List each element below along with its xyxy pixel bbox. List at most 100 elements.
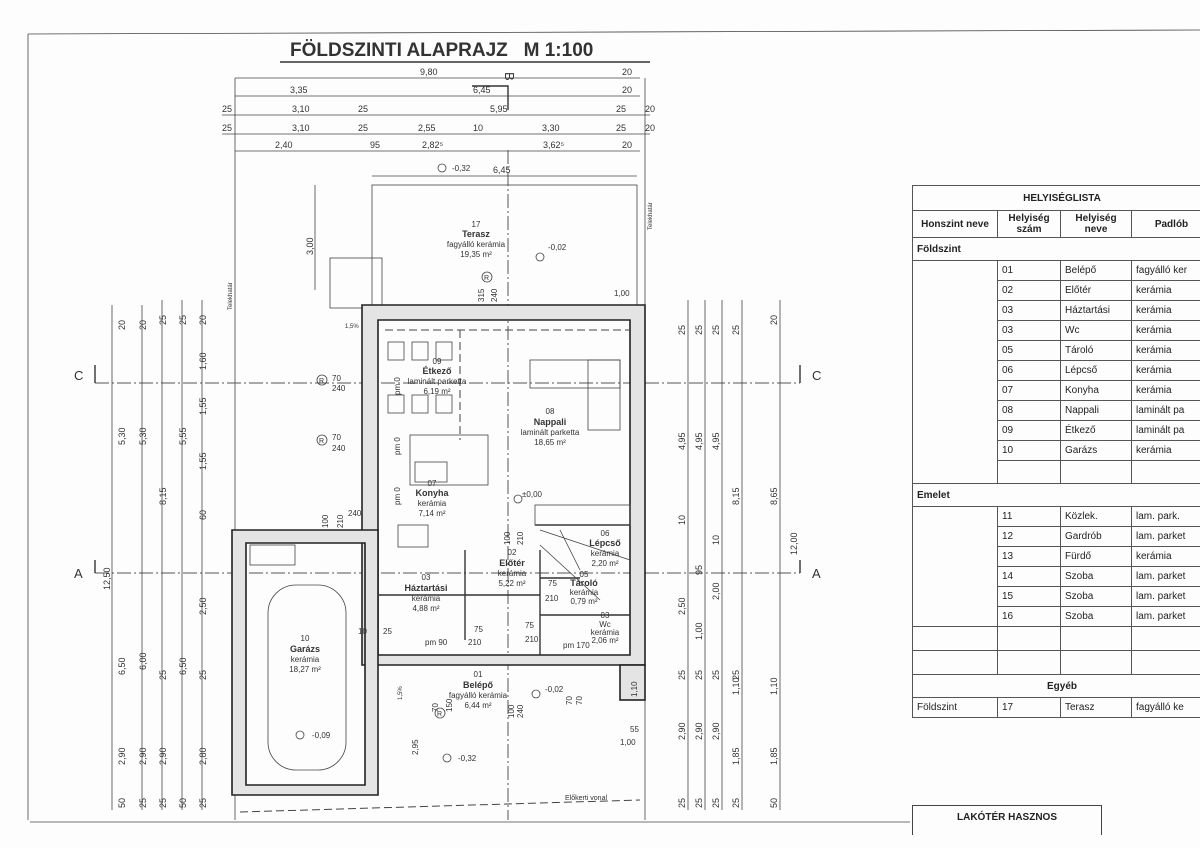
svg-text:4,95: 4,95 xyxy=(677,432,687,450)
section-lines: C C A A B xyxy=(74,72,821,820)
lot-line-label: Telekhatár xyxy=(228,282,234,310)
svg-text:Konyha: Konyha xyxy=(415,488,449,498)
plan-title: FÖLDSZINTI ALAPRAJZ M 1:100 xyxy=(290,40,593,61)
svg-text:09: 09 xyxy=(433,357,442,366)
svg-text:75: 75 xyxy=(525,621,534,630)
svg-text:25: 25 xyxy=(731,798,741,808)
group-foldszint: Földszint xyxy=(912,237,1200,261)
svg-text:5,30: 5,30 xyxy=(117,427,127,445)
svg-text:25: 25 xyxy=(383,627,392,636)
svg-text:19,35 m²: 19,35 m² xyxy=(460,250,492,259)
svg-text:-0,02: -0,02 xyxy=(545,685,564,694)
section-a-left: A xyxy=(74,566,83,581)
svg-text:6,45: 6,45 xyxy=(493,165,511,175)
group-emelet: Emelet xyxy=(912,483,1200,507)
section-a-right: A xyxy=(812,566,821,581)
car xyxy=(267,584,347,771)
svg-text:20: 20 xyxy=(117,320,127,330)
svg-text:70: 70 xyxy=(332,433,341,442)
svg-text:25: 25 xyxy=(358,104,368,114)
svg-text:150: 150 xyxy=(445,698,454,712)
svg-text:70: 70 xyxy=(575,696,584,705)
svg-text:6,45: 6,45 xyxy=(473,85,491,95)
svg-text:fagyálló kerámia: fagyálló kerámia xyxy=(449,691,508,700)
svg-text:02: 02 xyxy=(508,548,517,557)
svg-text:2,90: 2,90 xyxy=(677,722,687,740)
svg-text:75: 75 xyxy=(548,579,557,588)
svg-text:10: 10 xyxy=(473,123,483,133)
svg-text:70: 70 xyxy=(565,696,574,705)
svg-text:1,55: 1,55 xyxy=(198,452,208,470)
svg-text:Tároló: Tároló xyxy=(570,578,598,588)
svg-text:R: R xyxy=(319,378,324,385)
svg-text:5,55: 5,55 xyxy=(178,427,188,445)
svg-text:75: 75 xyxy=(474,625,483,634)
lot-line-label: Telekhatár xyxy=(648,202,654,230)
svg-text:laminált parketta: laminált parketta xyxy=(521,428,580,437)
svg-text:kerámia: kerámia xyxy=(570,588,599,597)
svg-text:-0,32: -0,32 xyxy=(452,164,471,173)
svg-text:240: 240 xyxy=(516,704,525,718)
svg-text:R: R xyxy=(319,438,324,445)
svg-text:20: 20 xyxy=(645,104,655,114)
svg-text:2,50: 2,50 xyxy=(198,597,208,615)
svg-text:2,80: 2,80 xyxy=(198,747,208,765)
left-dimensions: 20 5,30 6,50 2,90 50 20 5,30 6,00 2,90 2… xyxy=(102,300,208,810)
svg-text:20: 20 xyxy=(622,85,632,95)
svg-text:25: 25 xyxy=(731,325,741,335)
top-dimensions: 9,80 20 3,35 6,45 20 25 3,10 25 5,95 25 … xyxy=(222,67,655,290)
svg-text:25: 25 xyxy=(677,670,687,680)
svg-text:±0,00: ±0,00 xyxy=(522,490,543,499)
section-b: B xyxy=(502,72,517,81)
usable-area-box: LAKÓTÉR HASZNOS xyxy=(912,805,1102,835)
svg-text:240: 240 xyxy=(332,444,346,453)
svg-text:-0,32: -0,32 xyxy=(458,754,477,763)
svg-text:50: 50 xyxy=(117,798,127,808)
svg-text:17: 17 xyxy=(472,220,481,229)
svg-text:5,95: 5,95 xyxy=(490,104,508,114)
svg-text:210: 210 xyxy=(336,514,345,528)
svg-text:70: 70 xyxy=(332,374,341,383)
svg-text:laminált parketta: laminált parketta xyxy=(408,377,467,386)
svg-text:Lépcső: Lépcső xyxy=(589,538,621,548)
svg-text:-0,09: -0,09 xyxy=(312,731,331,740)
svg-text:3,10: 3,10 xyxy=(292,123,310,133)
svg-text:1,85: 1,85 xyxy=(769,747,779,765)
svg-text:3,10: 3,10 xyxy=(292,104,310,114)
svg-text:25: 25 xyxy=(677,325,687,335)
svg-text:Garázs: Garázs xyxy=(290,644,320,654)
svg-text:12,50: 12,50 xyxy=(102,567,112,590)
svg-text:pm 170: pm 170 xyxy=(563,641,590,650)
svg-text:10: 10 xyxy=(301,634,310,643)
right-dimensions: 25 4,95 10 2,50 25 2,90 25 25 4,95 95 1,… xyxy=(677,300,799,810)
svg-text:25: 25 xyxy=(731,670,741,680)
svg-text:100: 100 xyxy=(507,704,516,718)
svg-text:20: 20 xyxy=(198,315,208,325)
svg-text:25: 25 xyxy=(711,325,721,335)
svg-text:55: 55 xyxy=(630,725,639,734)
svg-text:25: 25 xyxy=(198,670,208,680)
section-c-left: C xyxy=(74,368,83,383)
svg-text:100: 100 xyxy=(503,531,512,545)
svg-text:4,88 m²: 4,88 m² xyxy=(412,604,439,613)
svg-text:kerámia: kerámia xyxy=(291,655,320,664)
frame-top xyxy=(27,29,1200,35)
svg-text:6,50: 6,50 xyxy=(178,657,188,675)
svg-text:pm 0: pm 0 xyxy=(393,437,402,455)
svg-text:1,00: 1,00 xyxy=(614,289,630,298)
svg-text:210: 210 xyxy=(516,531,525,545)
svg-text:95: 95 xyxy=(370,140,380,150)
svg-text:315: 315 xyxy=(477,288,486,302)
svg-text:4,95: 4,95 xyxy=(694,432,704,450)
room-list-table: HELYISÉGLISTA Honszint neve Helyiség szá… xyxy=(912,185,1200,718)
